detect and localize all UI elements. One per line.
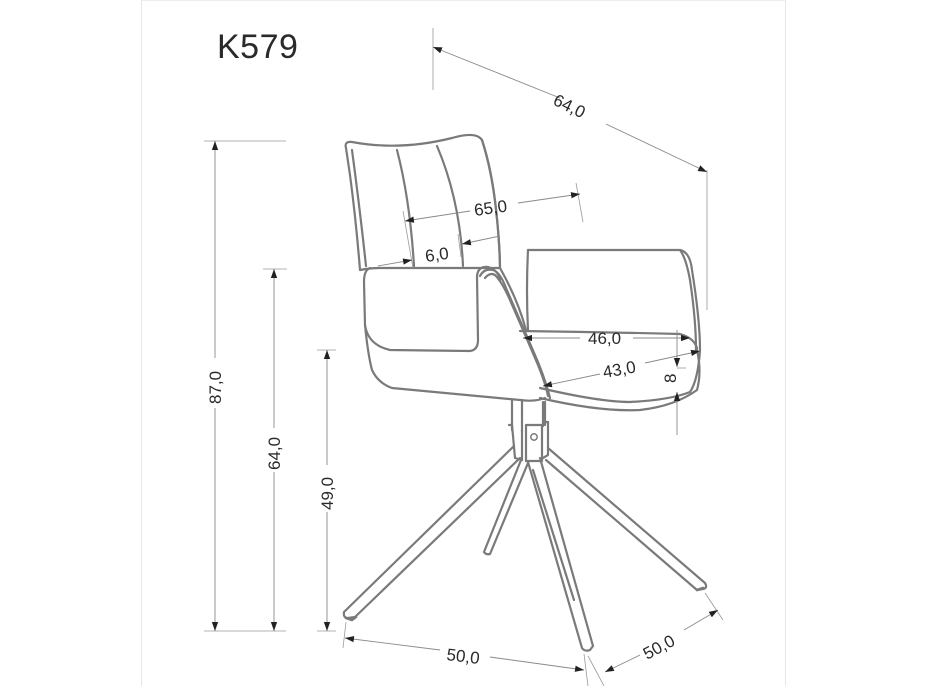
leg-back-left <box>482 458 530 556</box>
label-total-width: 65,0 <box>473 197 508 220</box>
leg-front-center <box>526 456 595 652</box>
label-base-width: 50,0 <box>446 645 481 668</box>
seat-back-panel <box>526 248 702 394</box>
label-seat-width: 46,0 <box>588 329 621 348</box>
dimension-seat-thickness: 8 <box>661 330 686 435</box>
model-title: K579 <box>217 28 299 66</box>
backrest-channel-right <box>435 144 465 268</box>
chair-outline <box>342 133 708 652</box>
dimension-total-height: 87,0 <box>204 140 286 632</box>
dimension-base-depth: 50,0 <box>587 592 724 686</box>
label-armrest-height: 64,0 <box>265 437 284 470</box>
label-total-height: 87,0 <box>206 371 225 404</box>
label-base-depth: 50,0 <box>640 631 678 663</box>
backrest-channel-left <box>395 148 416 268</box>
label-overall-depth: 64,0 <box>550 91 588 123</box>
dimension-base-width: 50,0 <box>342 621 589 686</box>
label-back-thickness: 6,0 <box>424 244 450 266</box>
bracket-bolt <box>530 433 538 441</box>
label-seat-height: 49,0 <box>318 477 337 510</box>
seat-cushion <box>518 329 699 350</box>
swivel-bracket <box>524 423 544 463</box>
dimension-armrest-height: 64,0 <box>263 268 287 631</box>
dimension-back-thickness: 6,0 <box>377 233 501 267</box>
leg-front-left <box>342 444 522 620</box>
dimension-seat-depth: 43,0 <box>542 349 701 388</box>
dimension-total-width: 65,0 <box>402 182 584 269</box>
leg-right <box>544 446 708 592</box>
dimension-seat-width: 46,0 <box>523 329 690 348</box>
label-seat-thickness: 8 <box>661 374 680 383</box>
label-seat-depth: 43,0 <box>601 357 637 381</box>
armrest-pad <box>362 265 502 353</box>
armrest-body <box>363 323 547 402</box>
drawing-card <box>141 0 786 686</box>
dimension-seat-height: 49,0 <box>317 349 337 632</box>
seat-post <box>510 398 547 434</box>
